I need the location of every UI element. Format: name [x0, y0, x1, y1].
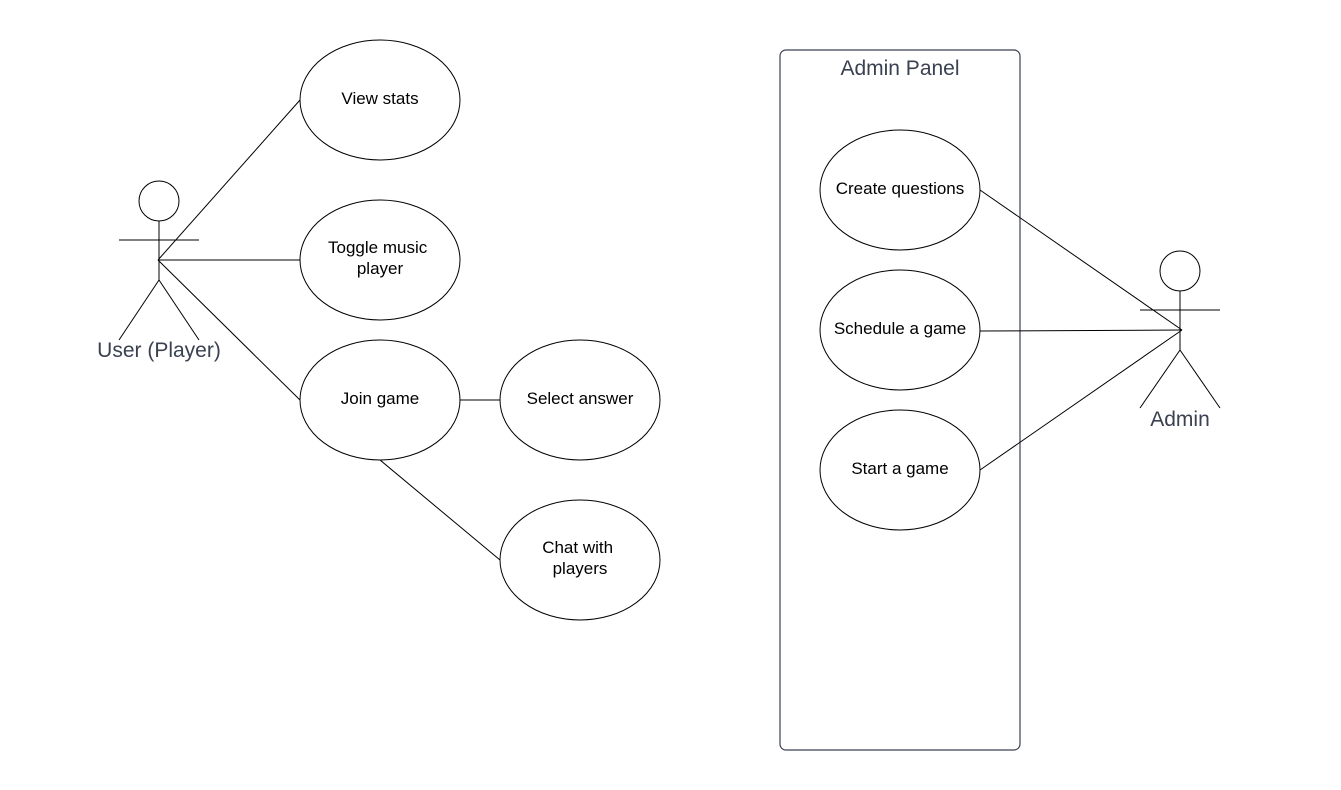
- use-case-chat-with-players-label: Chat with players: [542, 538, 618, 578]
- admin-panel-title: Admin Panel: [840, 57, 959, 80]
- use-case-start-game-line-1: Start a game: [851, 459, 948, 478]
- use-case-view-stats: View stats: [299, 39, 461, 161]
- admin-actor-head: [1159, 250, 1201, 292]
- use-case-chat-with-players-line-2: players: [553, 559, 608, 578]
- association-admin-create-questions: [979, 189, 1183, 331]
- use-case-toggle-music-line-1: Toggle music: [328, 238, 428, 257]
- use-case-select-answer: Select answer: [499, 339, 661, 461]
- use-case-view-stats-ellipse: [299, 39, 461, 161]
- use-case-toggle-music-label: Toggle music player: [328, 238, 432, 278]
- user-actor-left-leg: [118, 279, 160, 341]
- use-case-schedule-game-ellipse: [819, 269, 981, 391]
- admin-actor-left-leg: [1139, 349, 1181, 409]
- use-case-view-stats-line-1: View stats: [341, 89, 418, 108]
- admin-actor: [1139, 250, 1221, 409]
- use-case-start-game-label: Start a game: [851, 459, 948, 478]
- use-case-join-game-ellipse: [299, 339, 461, 461]
- admin-actor-label: Admin: [1150, 408, 1210, 431]
- association-admin-schedule-game: [979, 329, 1183, 332]
- use-case-chat-with-players-line-1: Chat with: [542, 538, 613, 557]
- use-case-toggle-music: Toggle music player: [299, 199, 461, 321]
- association-user-view-stats: [157, 99, 301, 261]
- use-case-start-game-ellipse: [819, 409, 981, 531]
- association-user-join-game: [157, 259, 301, 401]
- use-case-join-game-line-1: Join game: [341, 389, 419, 408]
- use-case-create-questions: Create questions: [819, 129, 981, 251]
- use-case-toggle-music-line-2: player: [357, 259, 404, 278]
- association-join-chat: [379, 459, 501, 561]
- admin-associations: [979, 189, 1183, 471]
- use-case-create-questions-line-1: Create questions: [836, 179, 965, 198]
- use-case-start-game: Start a game: [819, 409, 981, 531]
- use-case-chat-with-players-ellipse: [499, 499, 661, 621]
- association-admin-start-game: [979, 329, 1183, 471]
- use-case-schedule-game-label: Schedule a game: [834, 319, 966, 338]
- user-associations: [157, 99, 501, 561]
- use-case-create-questions-ellipse: [819, 129, 981, 251]
- user-actor-head: [138, 180, 180, 222]
- user-actor: [118, 180, 200, 341]
- use-case-chat-with-players: Chat with players: [499, 499, 661, 621]
- admin-actor-right-leg: [1179, 349, 1221, 409]
- use-case-schedule-game: Schedule a game: [819, 269, 981, 391]
- user-actor-right-leg: [158, 279, 200, 341]
- use-case-view-stats-label: View stats: [341, 89, 418, 108]
- use-case-join-game-label: Join game: [341, 389, 419, 408]
- use-case-select-answer-label: Select answer: [527, 389, 634, 408]
- use-case-select-answer-line-1: Select answer: [527, 389, 634, 408]
- use-case-create-questions-label: Create questions: [836, 179, 965, 198]
- use-case-toggle-music-ellipse: [299, 199, 461, 321]
- admin-panel-boundary: [779, 49, 1021, 751]
- use-case-select-answer-ellipse: [499, 339, 661, 461]
- user-actor-label: User (Player): [97, 339, 221, 362]
- use-case-join-game: Join game: [299, 339, 461, 461]
- use-case-schedule-game-line-1: Schedule a game: [834, 319, 966, 338]
